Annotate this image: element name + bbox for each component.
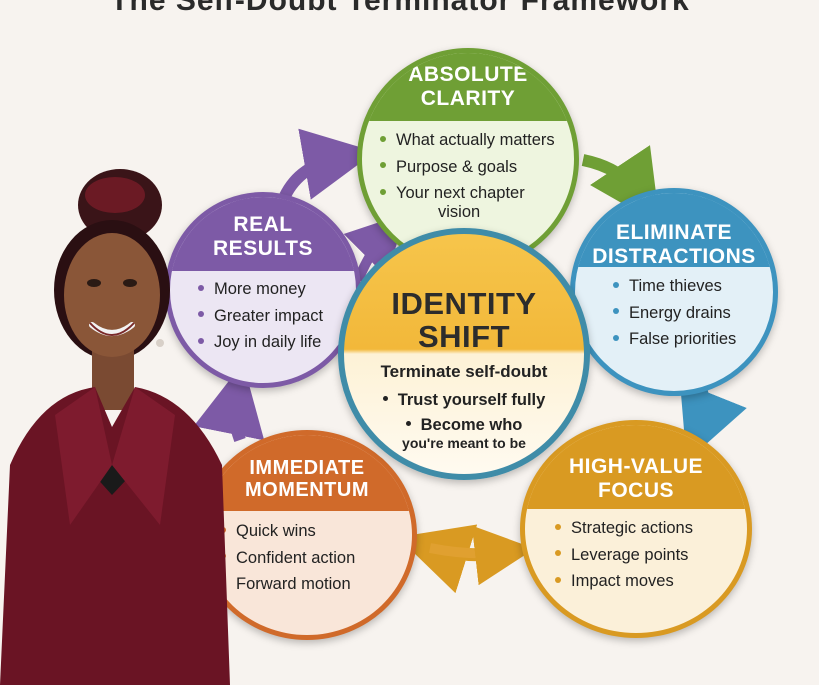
node-title: IDENTITY SHIFT xyxy=(344,234,584,354)
list-item: Quick wins xyxy=(220,518,412,545)
node-title: IMMEDIATE MOMENTUM xyxy=(202,435,412,511)
title-line-2: CLARITY xyxy=(420,86,516,110)
bullet-icon xyxy=(198,311,204,318)
list-item: Greater impact xyxy=(198,303,356,330)
bullet-icon xyxy=(198,338,204,345)
list-item: Time thieves xyxy=(613,273,773,300)
bullet-icon xyxy=(555,523,561,530)
list-item: More money xyxy=(198,276,356,303)
title-line-1: ABSOLUTE xyxy=(408,63,528,86)
node-eliminate-distractions: ELIMINATE DISTRACTIONS Time thieves Ener… xyxy=(570,188,778,396)
node-body: Terminate self-doubt Trust yourself full… xyxy=(344,356,584,474)
list-item: Confident action xyxy=(220,545,412,572)
list-item-continuation: you're meant to be xyxy=(402,434,526,451)
title-line-2: DISTRACTIONS xyxy=(592,244,756,268)
title-line-1: IMMEDIATE xyxy=(249,457,365,479)
title-line-2: MOMENTUM xyxy=(245,479,369,502)
node-body: More money Greater impact Joy in daily l… xyxy=(170,271,356,383)
bullet-icon xyxy=(382,396,388,402)
bullet-icon xyxy=(380,162,386,169)
node-body: What actually matters Purpose & goals Yo… xyxy=(362,121,574,265)
node-title: REAL RESULTS xyxy=(170,197,356,271)
title-line-2: FOCUS xyxy=(598,478,674,502)
list-item: Energy drains xyxy=(613,300,773,327)
bullet-icon xyxy=(555,550,561,557)
node-subtitle: Terminate self-doubt xyxy=(380,362,548,381)
node-title: ABSOLUTE CLARITY xyxy=(362,53,574,121)
list-item: Joy in daily life xyxy=(198,329,356,356)
list-item: False priorities xyxy=(613,326,773,353)
arrow-center-to-clarity xyxy=(343,212,408,283)
arrow-momentum-to-focus xyxy=(429,525,535,586)
node-title: HIGH-VALUE FOCUS xyxy=(525,425,747,509)
title-line-2: SHIFT xyxy=(417,318,511,354)
bullet-icon xyxy=(380,189,386,196)
title-line-2: RESULTS xyxy=(213,236,313,260)
title-line-1: REAL xyxy=(233,213,293,236)
bullet-icon xyxy=(613,281,619,288)
node-title: ELIMINATE DISTRACTIONS xyxy=(575,193,773,268)
title-line-1: ELIMINATE xyxy=(615,221,733,244)
list-item: What actually matters xyxy=(380,127,574,154)
bullet-icon xyxy=(380,135,386,142)
node-high-value-focus: HIGH-VALUE FOCUS Strategic actions Lever… xyxy=(520,420,752,638)
node-identity-shift: IDENTITY SHIFT Terminate self-doubt Trus… xyxy=(338,228,590,480)
list-item: Strategic actions xyxy=(555,515,747,542)
list-item: Become who you're meant to be xyxy=(344,413,584,451)
arrow-results-to-clarity xyxy=(279,128,376,200)
node-body: Time thieves Energy drains False priorit… xyxy=(575,267,773,391)
node-immediate-momentum: IMMEDIATE MOMENTUM Quick wins Confident … xyxy=(197,430,417,640)
list-item: Purpose & goals xyxy=(380,154,574,181)
woman-portrait-icon xyxy=(0,169,230,685)
arrow-momentum-to-results xyxy=(193,362,265,443)
node-body: Quick wins Confident action Forward moti… xyxy=(202,511,412,635)
bullet-icon xyxy=(198,284,204,291)
title-line-1: IDENTITY xyxy=(391,286,537,321)
list-item-continuation: vision xyxy=(438,203,481,222)
page-title: The Self-Doubt Terminator Framework xyxy=(110,0,690,17)
bullet-icon xyxy=(405,420,411,426)
title-line-1: HIGH-VALUE xyxy=(568,455,704,478)
list-item: Forward motion xyxy=(236,575,351,594)
bullet-icon xyxy=(613,308,619,315)
bullet-icon xyxy=(555,577,561,584)
node-body: Strategic actions Leverage points Impact… xyxy=(525,509,747,633)
list-item: Leverage points xyxy=(555,542,747,569)
list-item: Impact moves xyxy=(555,568,747,595)
arrow-clarity-to-distractions xyxy=(581,145,660,225)
list-item: Trust yourself fully xyxy=(344,388,584,413)
bullet-icon xyxy=(613,335,619,342)
list-item: Your next chapter vision xyxy=(380,180,574,223)
